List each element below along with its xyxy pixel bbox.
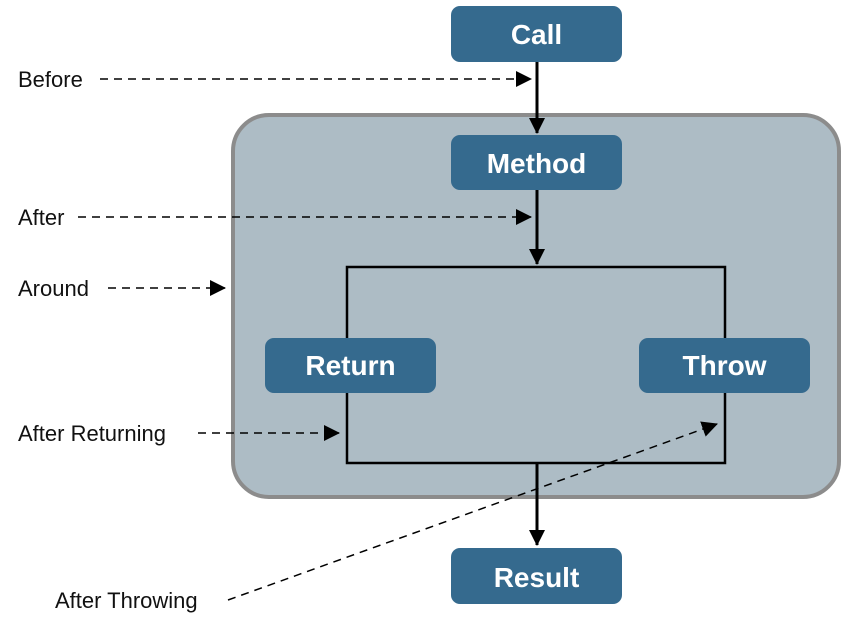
around-label: Around bbox=[18, 276, 89, 301]
return-node-label: Return bbox=[305, 350, 395, 381]
method-node: Method bbox=[451, 135, 622, 190]
return-node: Return bbox=[265, 338, 436, 393]
result-node: Result bbox=[451, 548, 622, 604]
result-node-label: Result bbox=[494, 562, 580, 593]
before-label: Before bbox=[18, 67, 83, 92]
call-node: Call bbox=[451, 6, 622, 62]
throw-node: Throw bbox=[639, 338, 810, 393]
after-returning-label: After Returning bbox=[18, 421, 166, 446]
throw-node-label: Throw bbox=[683, 350, 767, 381]
after-throwing-pointer bbox=[227, 421, 718, 601]
after-label: After bbox=[18, 205, 64, 230]
after-throwing-label: After Throwing bbox=[55, 588, 198, 613]
method-node-label: Method bbox=[487, 148, 587, 179]
call-node-label: Call bbox=[511, 19, 562, 50]
